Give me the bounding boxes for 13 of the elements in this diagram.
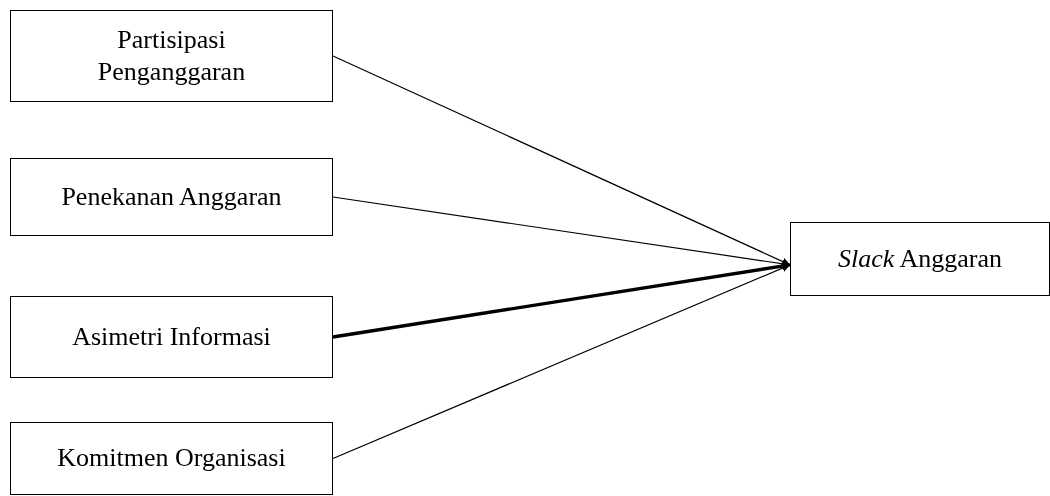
variable-box (10, 10, 333, 102)
box-label: Asimetri Informasi (72, 320, 271, 353)
variable-box (10, 422, 333, 495)
arrow (332, 262, 791, 339)
arrow (332, 55, 791, 266)
variable-box (10, 296, 333, 378)
box-label: Komitmen Organisasi (57, 442, 286, 475)
arrow (332, 264, 791, 460)
variable-box (790, 222, 1050, 296)
variable-box (10, 158, 333, 236)
box-label: Slack Anggaran (838, 242, 1002, 275)
box-label: Penekanan Anggaran (61, 180, 282, 213)
box-label: Partisipasi Penganggaran (96, 23, 247, 88)
